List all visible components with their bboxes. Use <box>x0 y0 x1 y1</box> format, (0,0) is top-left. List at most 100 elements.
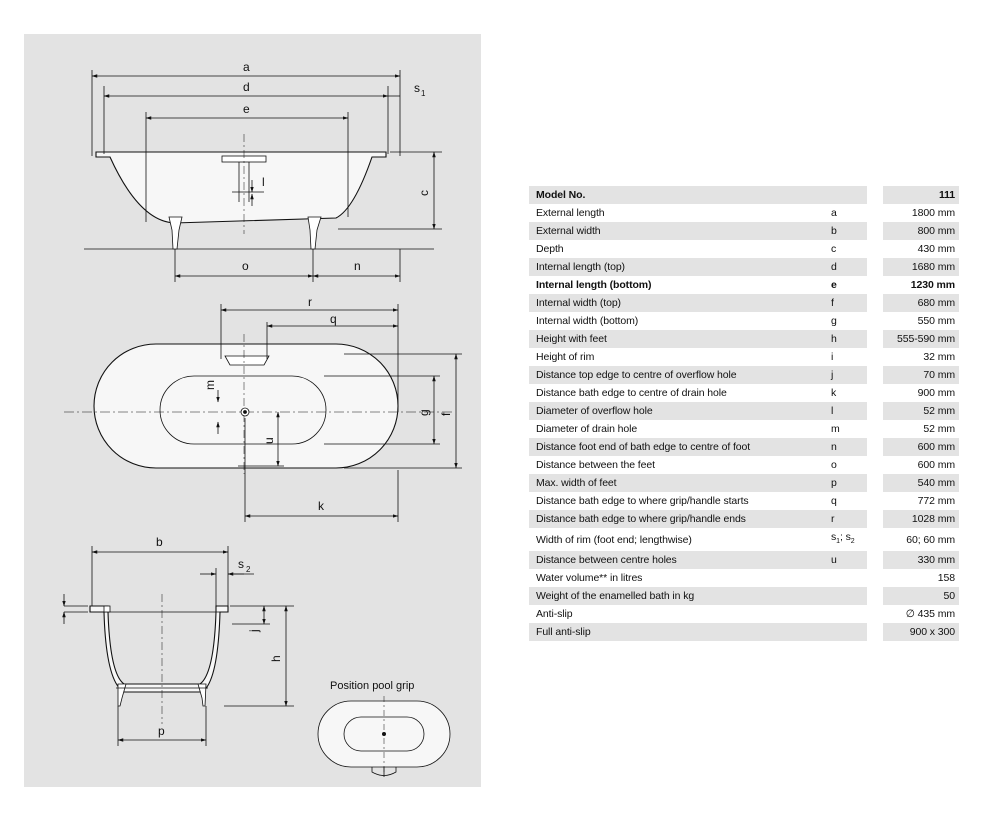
row-name: Max. width of feet <box>529 474 820 492</box>
row-value: 900 mm <box>917 387 955 399</box>
header-symbol-cell <box>820 186 867 204</box>
column-gap <box>867 605 883 624</box>
dim-label-o: o <box>242 259 249 273</box>
column-gap <box>867 222 883 240</box>
row-value: 772 mm <box>917 495 955 507</box>
row-value: 680 mm <box>883 294 959 312</box>
row-symbol <box>820 569 867 587</box>
row-name: Water volume** in litres <box>536 572 643 585</box>
row-name: Internal width (top) <box>529 294 820 312</box>
row-symbol: m <box>831 423 840 435</box>
row-symbol <box>820 587 867 606</box>
column-gap <box>867 186 883 204</box>
column-gap <box>867 204 883 222</box>
column-gap <box>867 569 883 588</box>
column-gap <box>867 240 883 258</box>
row-name: Diameter of overflow hole <box>529 402 820 420</box>
table-row: Distance bath edge to where grip/handle … <box>529 492 959 510</box>
row-value: 1680 mm <box>883 258 959 276</box>
row-name: Full anti-slip <box>529 623 820 642</box>
table-row: Internal length (top)d 1680 mm <box>529 258 959 276</box>
row-name: Width of rim (foot end; lengthwise) <box>536 533 692 546</box>
row-value: 900 x 300 <box>883 623 959 642</box>
row-symbol <box>820 623 867 642</box>
row-value: 60; 60 mm <box>906 533 955 546</box>
dim-label-e: e <box>243 102 250 116</box>
row-value: 52 mm <box>923 423 955 435</box>
row-name: Weight of the enamelled bath in kg <box>529 587 820 606</box>
row-value: ∅ 435 mm <box>905 608 955 621</box>
table-row: Water volume** in litres 158 <box>529 569 959 588</box>
dim-label-l: l <box>262 175 265 189</box>
column-gap <box>867 587 883 606</box>
technical-drawing: a d s 1 e c l o n r q m u g f k b s 2 j … <box>62 60 462 777</box>
row-value: 330 mm <box>883 551 959 570</box>
row-value: 1230 mm <box>910 279 955 291</box>
column-gap <box>867 276 883 294</box>
column-gap <box>867 474 883 492</box>
dim-label-p: p <box>158 724 165 738</box>
row-symbol: q <box>831 495 837 507</box>
column-gap <box>867 492 883 510</box>
row-symbol: d <box>820 258 867 276</box>
side-elevation-view <box>84 70 442 282</box>
row-symbol: o <box>831 459 837 471</box>
column-gap <box>867 551 883 570</box>
row-name: Distance between centre holes <box>529 551 820 570</box>
row-symbol: r <box>820 510 867 528</box>
table-row: Distance foot end of bath edge to centre… <box>529 438 959 456</box>
row-symbol: b <box>820 222 867 240</box>
row-value: 52 mm <box>883 402 959 420</box>
row-value: 550 mm <box>917 315 955 327</box>
row-name: Internal length (top) <box>529 258 820 276</box>
row-name: Anti-slip <box>536 608 573 621</box>
row-symbol: h <box>820 330 867 348</box>
dim-label-f: f <box>439 412 453 416</box>
dim-label-d: d <box>243 80 250 94</box>
row-symbol <box>820 605 867 623</box>
column-gap <box>867 258 883 276</box>
dim-label-n: n <box>354 259 361 273</box>
dim-label-b: b <box>156 535 163 549</box>
row-name: Distance top edge to centre of overflow … <box>529 366 820 384</box>
row-value: 430 mm <box>917 243 955 255</box>
row-name: Internal length (bottom) <box>536 279 652 291</box>
row-name: External length <box>536 207 605 219</box>
table-header-row: Model No. 111 <box>529 186 959 204</box>
column-gap <box>867 420 883 438</box>
row-name: Internal width (bottom) <box>536 315 639 327</box>
row-value: 32 mm <box>923 351 955 363</box>
row-symbol: p <box>820 474 867 492</box>
table-row: Distance bath edge to where grip/handle … <box>529 510 959 528</box>
dim-label-g: g <box>417 409 431 416</box>
pool-grip-view <box>317 696 451 777</box>
row-value: 1028 mm <box>883 510 959 528</box>
dim-label-j: j <box>247 629 261 633</box>
pool-grip-caption: Position pool grip <box>330 680 414 692</box>
dim-label-s1: s <box>414 81 420 95</box>
row-name: Diameter of drain hole <box>536 423 638 435</box>
row-name: Distance bath edge to where grip/handle … <box>529 510 820 528</box>
dim-label-s2-sub: 2 <box>246 565 251 574</box>
row-value: 70 mm <box>883 366 959 384</box>
header-model-label: Model No. <box>529 186 820 204</box>
column-gap <box>867 438 883 456</box>
dim-label-h: h <box>269 655 283 662</box>
row-symbol: n <box>820 438 867 456</box>
column-gap <box>867 348 883 366</box>
row-value: 50 <box>883 587 959 606</box>
row-name: Height of rim <box>536 351 595 363</box>
row-symbol: u <box>820 551 867 570</box>
row-name: Distance between the feet <box>536 459 655 471</box>
row-value: 158 <box>937 572 955 585</box>
